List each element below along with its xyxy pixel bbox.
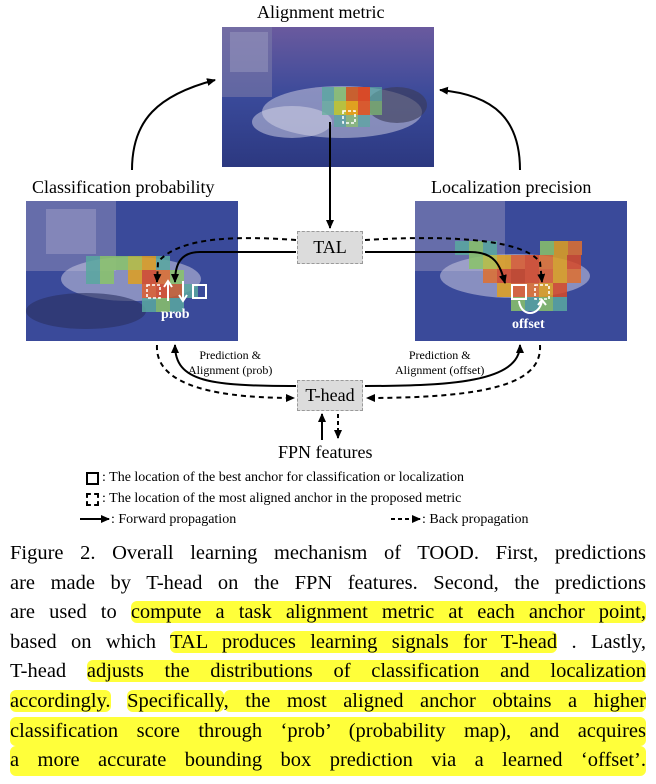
legend-back-text: : Back propagation [422, 512, 529, 527]
caption-text: T-head [10, 660, 67, 683]
caption-highlight: compute a task alignment metric at each … [130, 601, 646, 624]
solid-square-icon [86, 471, 99, 485]
caption-line: a more accurate bounding box prediction … [10, 746, 646, 776]
figure-2: Alignment metric Classification probabil… [26, 2, 627, 528]
prediction-label-left: Prediction & [199, 348, 261, 362]
caption-line: are used to compute a task alignment met… [10, 598, 646, 628]
alignment-offset-label: Alignment (offset) [395, 363, 485, 377]
fpn-features-label: FPN features [278, 442, 373, 462]
caption-highlight: Specifically [127, 689, 224, 712]
offset-label: offset [512, 317, 545, 332]
caption-line: accordingly. Specifically, the most alig… [10, 687, 647, 717]
caption-line: Figure 2. Overall learning mechanism of … [10, 539, 646, 569]
caption-highlight: , the most aligned anchor obtains a high… [223, 689, 647, 712]
caption-highlight: classification score through ‘prob’ (pro… [10, 719, 646, 742]
caption-line: based on which TAL produces learning sig… [10, 628, 646, 658]
prediction-alignment-prob: Prediction & Alignment (prob) [188, 348, 272, 378]
caption-text: based on which [10, 630, 157, 653]
figure-caption: Figure 2. Overall learning mechanism of … [10, 539, 647, 776]
alignment-prob-label: Alignment (prob) [188, 363, 273, 377]
caption-line: are made by T-head on the FPN features. … [10, 569, 646, 599]
title-alignment-metric: Alignment metric [257, 2, 385, 22]
caption-highlight: adjusts the distributions of classificat… [86, 660, 646, 683]
legend-best-anchor: : The location of the best anchor for cl… [86, 470, 464, 486]
classification-heatmap: prob [26, 201, 238, 341]
title-localization-precision: Localization precision [431, 177, 592, 197]
caption-line: T-head adjusts the distributions of clas… [10, 657, 646, 687]
caption-text: are used to [10, 601, 117, 624]
title-classification-probability: Classification probability [32, 177, 215, 197]
legend-back: : Back propagation [422, 512, 529, 528]
propagation-arrows [80, 78, 546, 523]
caption-line: classification score through ‘prob’ (pro… [10, 716, 646, 747]
alignment-metric-heatmap [222, 27, 434, 167]
legend-best-anchor-text: : The location of the best anchor for cl… [102, 470, 465, 485]
t-head-box: T-head [297, 380, 363, 411]
dashed-square-icon [86, 492, 99, 506]
legend-forward: : Forward propagation [111, 512, 236, 528]
prob-label: prob [161, 307, 190, 322]
tal-box: TAL [297, 231, 363, 264]
caption-text: . Lastly, [557, 630, 646, 653]
caption-text: Figure 2. Overall learning mechanism of … [10, 542, 646, 564]
caption-highlight: TAL produces learning signals for T-head [170, 630, 558, 653]
caption-text: are made by T-head on the FPN features. … [10, 571, 646, 594]
caption-highlight: a more accurate bounding box prediction … [10, 749, 646, 772]
legend-aligned-anchor: : The location of the most aligned ancho… [86, 491, 461, 507]
caption-highlight: accordingly. [10, 689, 111, 712]
legend-forward-text: : Forward propagation [111, 512, 237, 527]
prediction-alignment-offset: Prediction & Alignment (offset) [395, 348, 484, 378]
prediction-label-right: Prediction & [408, 348, 471, 362]
legend-aligned-anchor-text: : The location of the most aligned ancho… [102, 491, 462, 506]
